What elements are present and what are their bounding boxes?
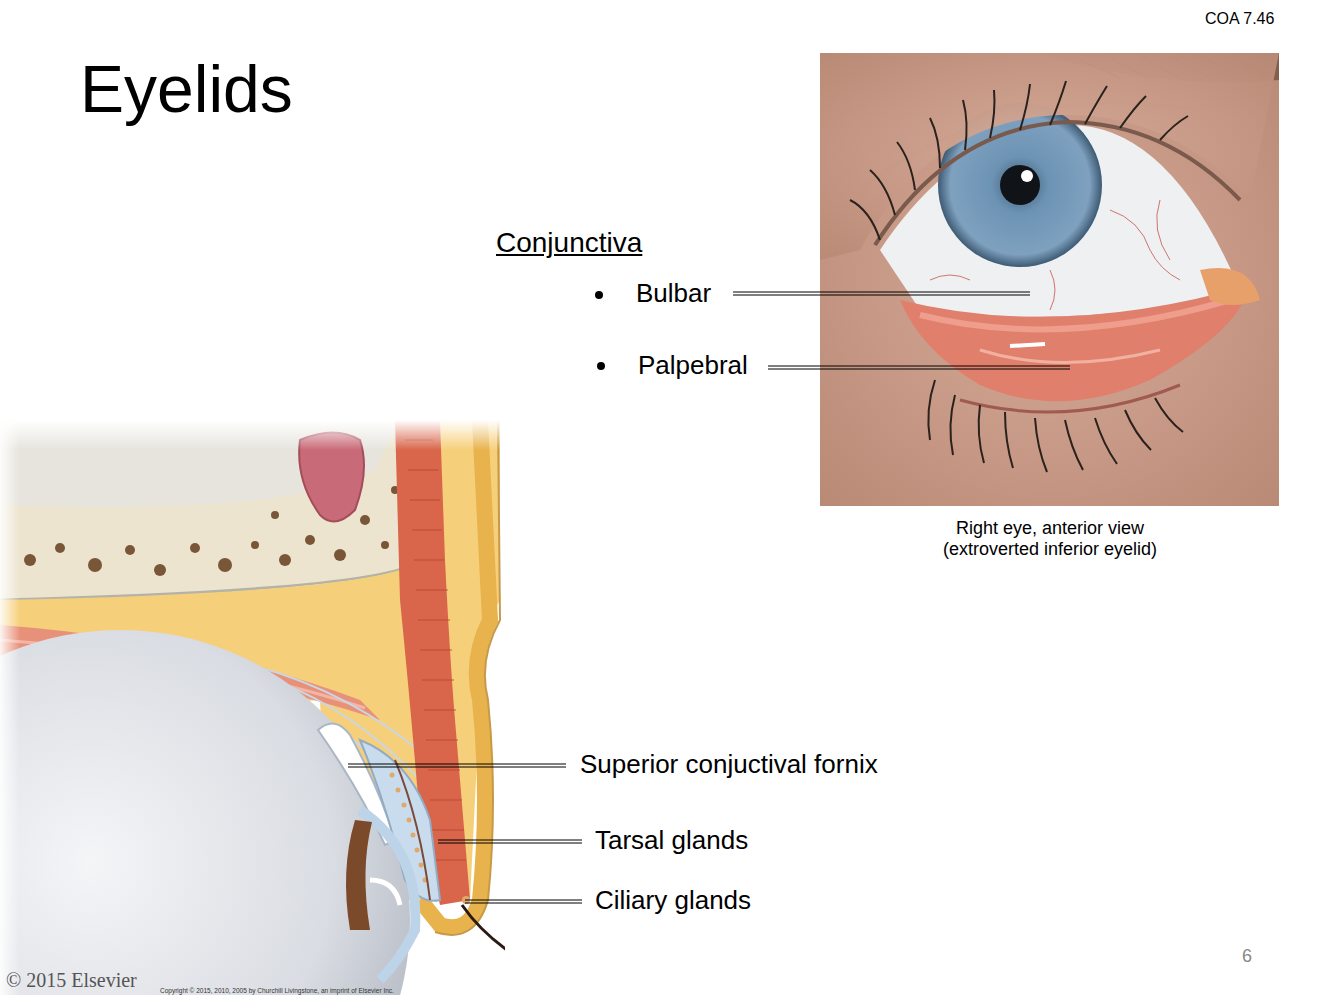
part-label: Bulbar: [636, 279, 711, 309]
copyright-note: Copyright © 2015, 2010, 2005 by Churchil…: [160, 987, 394, 994]
photo-caption: Right eye, anterior view (extroverted in…: [925, 518, 1175, 559]
part-label: Ciliary glands: [595, 886, 751, 916]
eyelid-section: [0, 420, 505, 995]
part-label: Palpebral: [638, 351, 748, 381]
leader-lines: [348, 292, 1070, 903]
slide-title: Eyelids: [80, 52, 293, 128]
eye-photo: [820, 53, 1279, 506]
part-label: Tarsal glands: [595, 826, 748, 856]
bullet: [595, 291, 603, 299]
figure-reference: COA 7.46: [1205, 10, 1274, 28]
section-heading: Conjunctiva: [496, 227, 642, 259]
page-number: 6: [1242, 946, 1252, 967]
part-label: Superior conjuctival fornix: [580, 750, 878, 780]
copyright-mark: © 2015 Elsevier: [6, 969, 137, 992]
bullet: [597, 362, 605, 370]
